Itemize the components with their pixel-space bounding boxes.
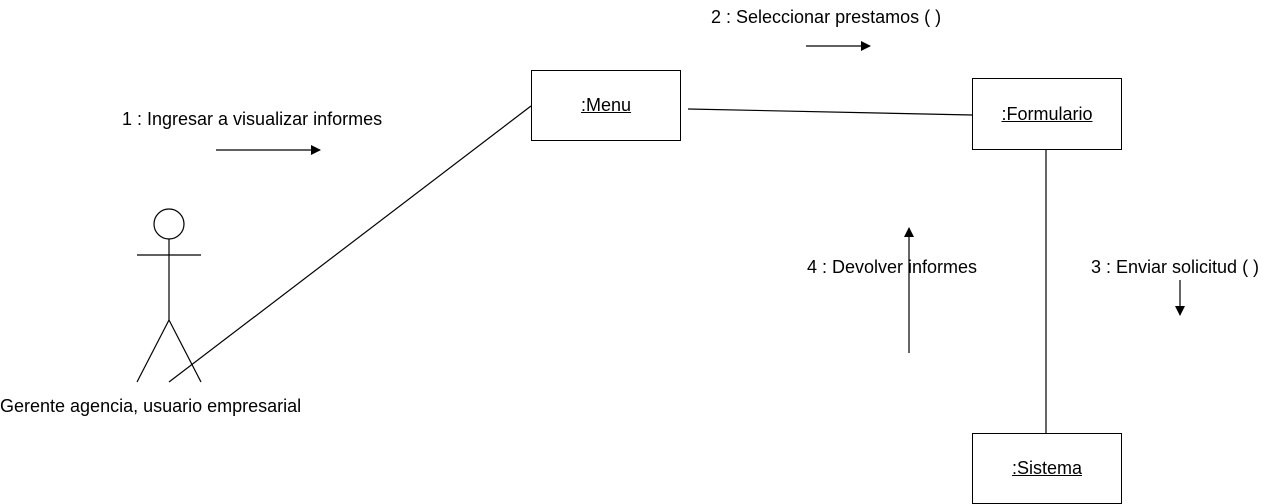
message-3-label: 3 : Enviar solicitud ( ) <box>1091 257 1260 277</box>
message-4-label: 4 : Devolver informes <box>807 257 978 277</box>
link-menu-formulario <box>687 108 973 116</box>
message-1-label: 1 : Ingresar a visualizar informes <box>122 109 383 129</box>
object-menu-label: :Menu <box>580 95 632 115</box>
actor-head <box>153 208 185 240</box>
actor-name-label: Gerente agencia, usuario empresarial <box>0 396 302 416</box>
actor-figure <box>136 208 202 383</box>
object-sistema[interactable]: :Sistema <box>972 433 1122 504</box>
link-actor-menu <box>168 105 532 383</box>
object-sistema-label: :Sistema <box>1011 458 1083 478</box>
actor-left-leg <box>136 319 170 383</box>
object-formulario[interactable]: :Formulario <box>972 78 1122 150</box>
actor-right-leg <box>168 319 202 383</box>
message-2-label: 2 : Seleccionar prestamos ( ) <box>711 7 942 27</box>
object-menu[interactable]: :Menu <box>531 70 681 141</box>
object-formulario-label: :Formulario <box>1001 103 1093 124</box>
